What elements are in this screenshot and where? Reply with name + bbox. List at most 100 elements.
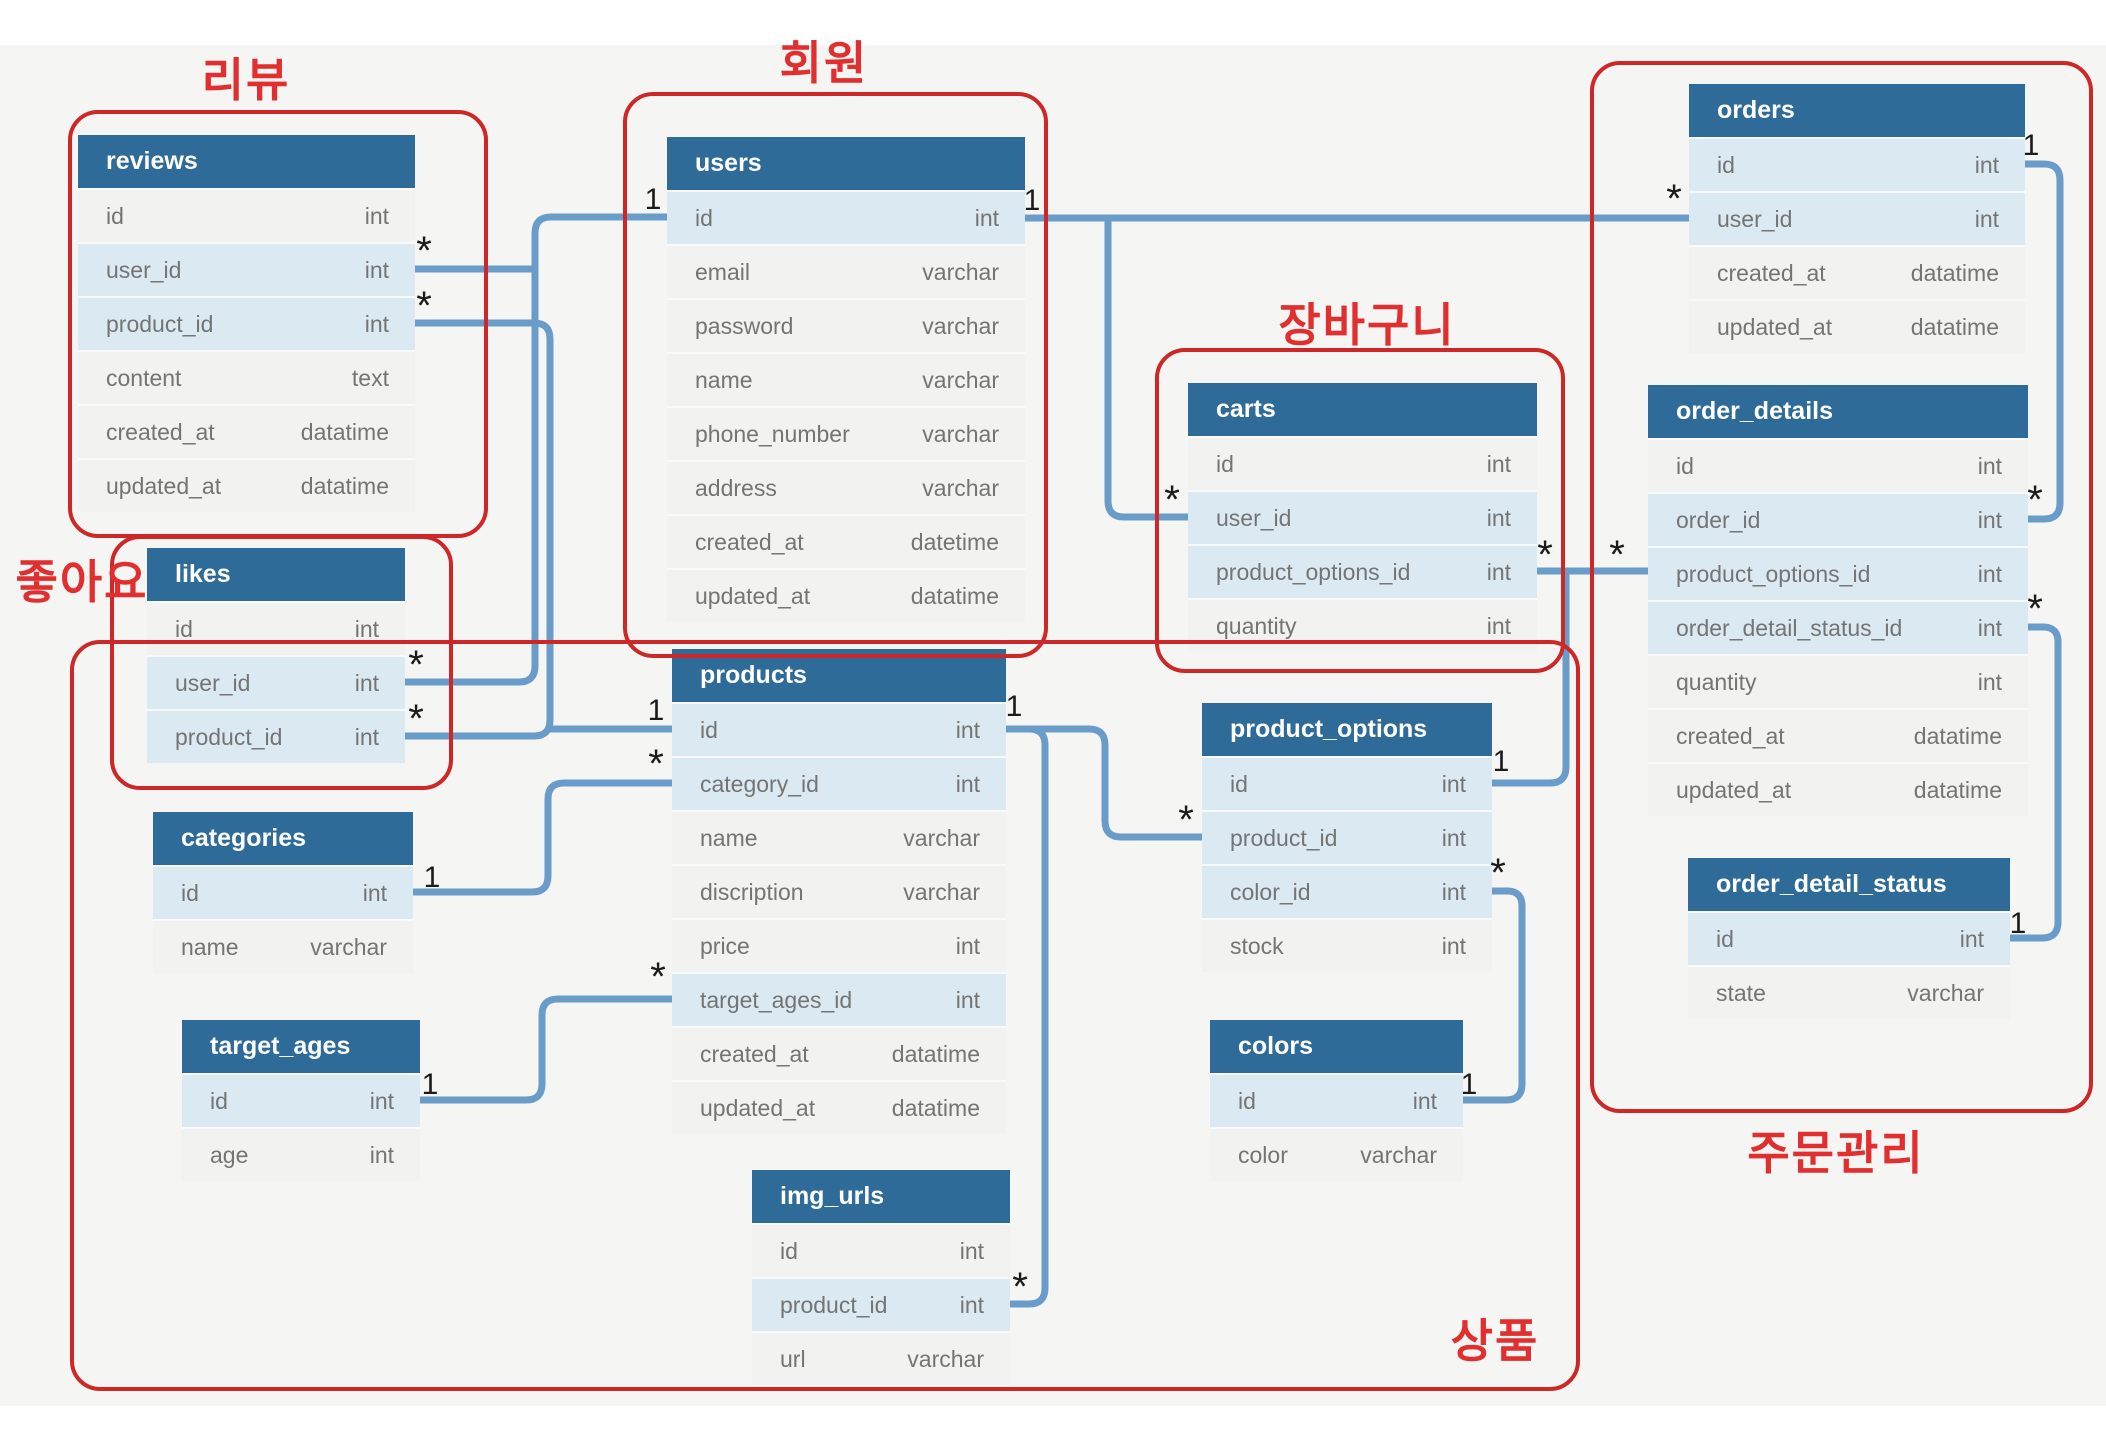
field-type: int	[362, 879, 387, 906]
table-title: users	[667, 137, 1025, 190]
cardinality-marker: 1	[644, 183, 662, 216]
field-name: discription	[700, 878, 804, 905]
field-name: id	[1676, 452, 1694, 479]
field-name: url	[780, 1345, 806, 1372]
field-type: int	[1441, 932, 1466, 959]
cardinality-marker: 1	[2009, 907, 2027, 940]
field-type: int	[364, 310, 389, 337]
table-title: img_urls	[752, 1170, 1010, 1223]
relationship-line	[1104, 214, 1192, 521]
page-margin-top	[0, 0, 2106, 45]
field-name: product_id	[1230, 824, 1338, 851]
field-type: int	[955, 986, 980, 1013]
field-type: datatime	[300, 472, 389, 499]
field-name: id	[210, 1087, 228, 1114]
field-name: quantity	[1676, 668, 1757, 695]
field-type: int	[974, 204, 999, 231]
cardinality-marker: 1	[1492, 745, 1510, 778]
field-type: datatime	[1910, 259, 1999, 286]
relationship-line	[401, 319, 554, 740]
table-title: order_detail_status	[1688, 858, 2010, 911]
relationship-line	[2021, 160, 2064, 523]
field-name: created_at	[695, 528, 804, 555]
field-name: product_id	[175, 723, 283, 750]
cardinality-marker: *	[2027, 478, 2043, 522]
table-title: products	[672, 649, 1006, 702]
field-name: phone_number	[695, 420, 850, 447]
cardinality-marker: *	[1490, 851, 1506, 895]
field-type: datatime	[891, 1094, 980, 1121]
cardinality-marker: *	[2027, 587, 2043, 631]
field-name: updated_at	[700, 1094, 816, 1121]
field-name: age	[210, 1141, 249, 1168]
field-name: product_id	[780, 1291, 888, 1318]
field-name: id	[106, 202, 124, 229]
field-type: varchar	[922, 474, 999, 501]
field-name: content	[106, 364, 182, 391]
cardinality-marker: *	[1178, 798, 1194, 842]
table-title: categories	[153, 812, 413, 865]
field-name: user_id	[1216, 504, 1292, 531]
field-name: user_id	[106, 256, 182, 283]
field-type: int	[955, 932, 980, 959]
field-name: price	[700, 932, 750, 959]
field-type: int	[959, 1237, 984, 1264]
field-name: id	[695, 204, 713, 231]
field-name: id	[175, 615, 193, 642]
table-title: reviews	[78, 135, 415, 188]
field-type: datatime	[910, 582, 999, 609]
relationship-line	[1002, 725, 1206, 841]
field-type: varchar	[922, 258, 999, 285]
field-type: varchar	[903, 878, 980, 905]
field-type: int	[1486, 558, 1511, 585]
field-name: id	[700, 716, 718, 743]
field-type: int	[1959, 925, 1984, 952]
page-margin-bottom	[0, 1406, 2106, 1440]
field-name: color_id	[1230, 878, 1311, 905]
field-type: int	[955, 716, 980, 743]
cardinality-marker: 1	[1005, 690, 1023, 723]
field-type: int	[1977, 506, 2002, 533]
field-row-discription: discription varchar	[672, 864, 1006, 918]
cardinality-marker: 1	[421, 1068, 439, 1101]
group-label-product: 상품	[1450, 1315, 1540, 1367]
field-type: datatime	[1910, 313, 1999, 340]
field-name: created_at	[700, 1040, 809, 1067]
field-type: text	[351, 364, 389, 391]
field-type: datetime	[910, 528, 999, 555]
field-type: int	[369, 1141, 394, 1168]
field-type: datatime	[1913, 722, 2002, 749]
field-type: int	[354, 723, 379, 750]
table-title: orders	[1689, 84, 2025, 137]
